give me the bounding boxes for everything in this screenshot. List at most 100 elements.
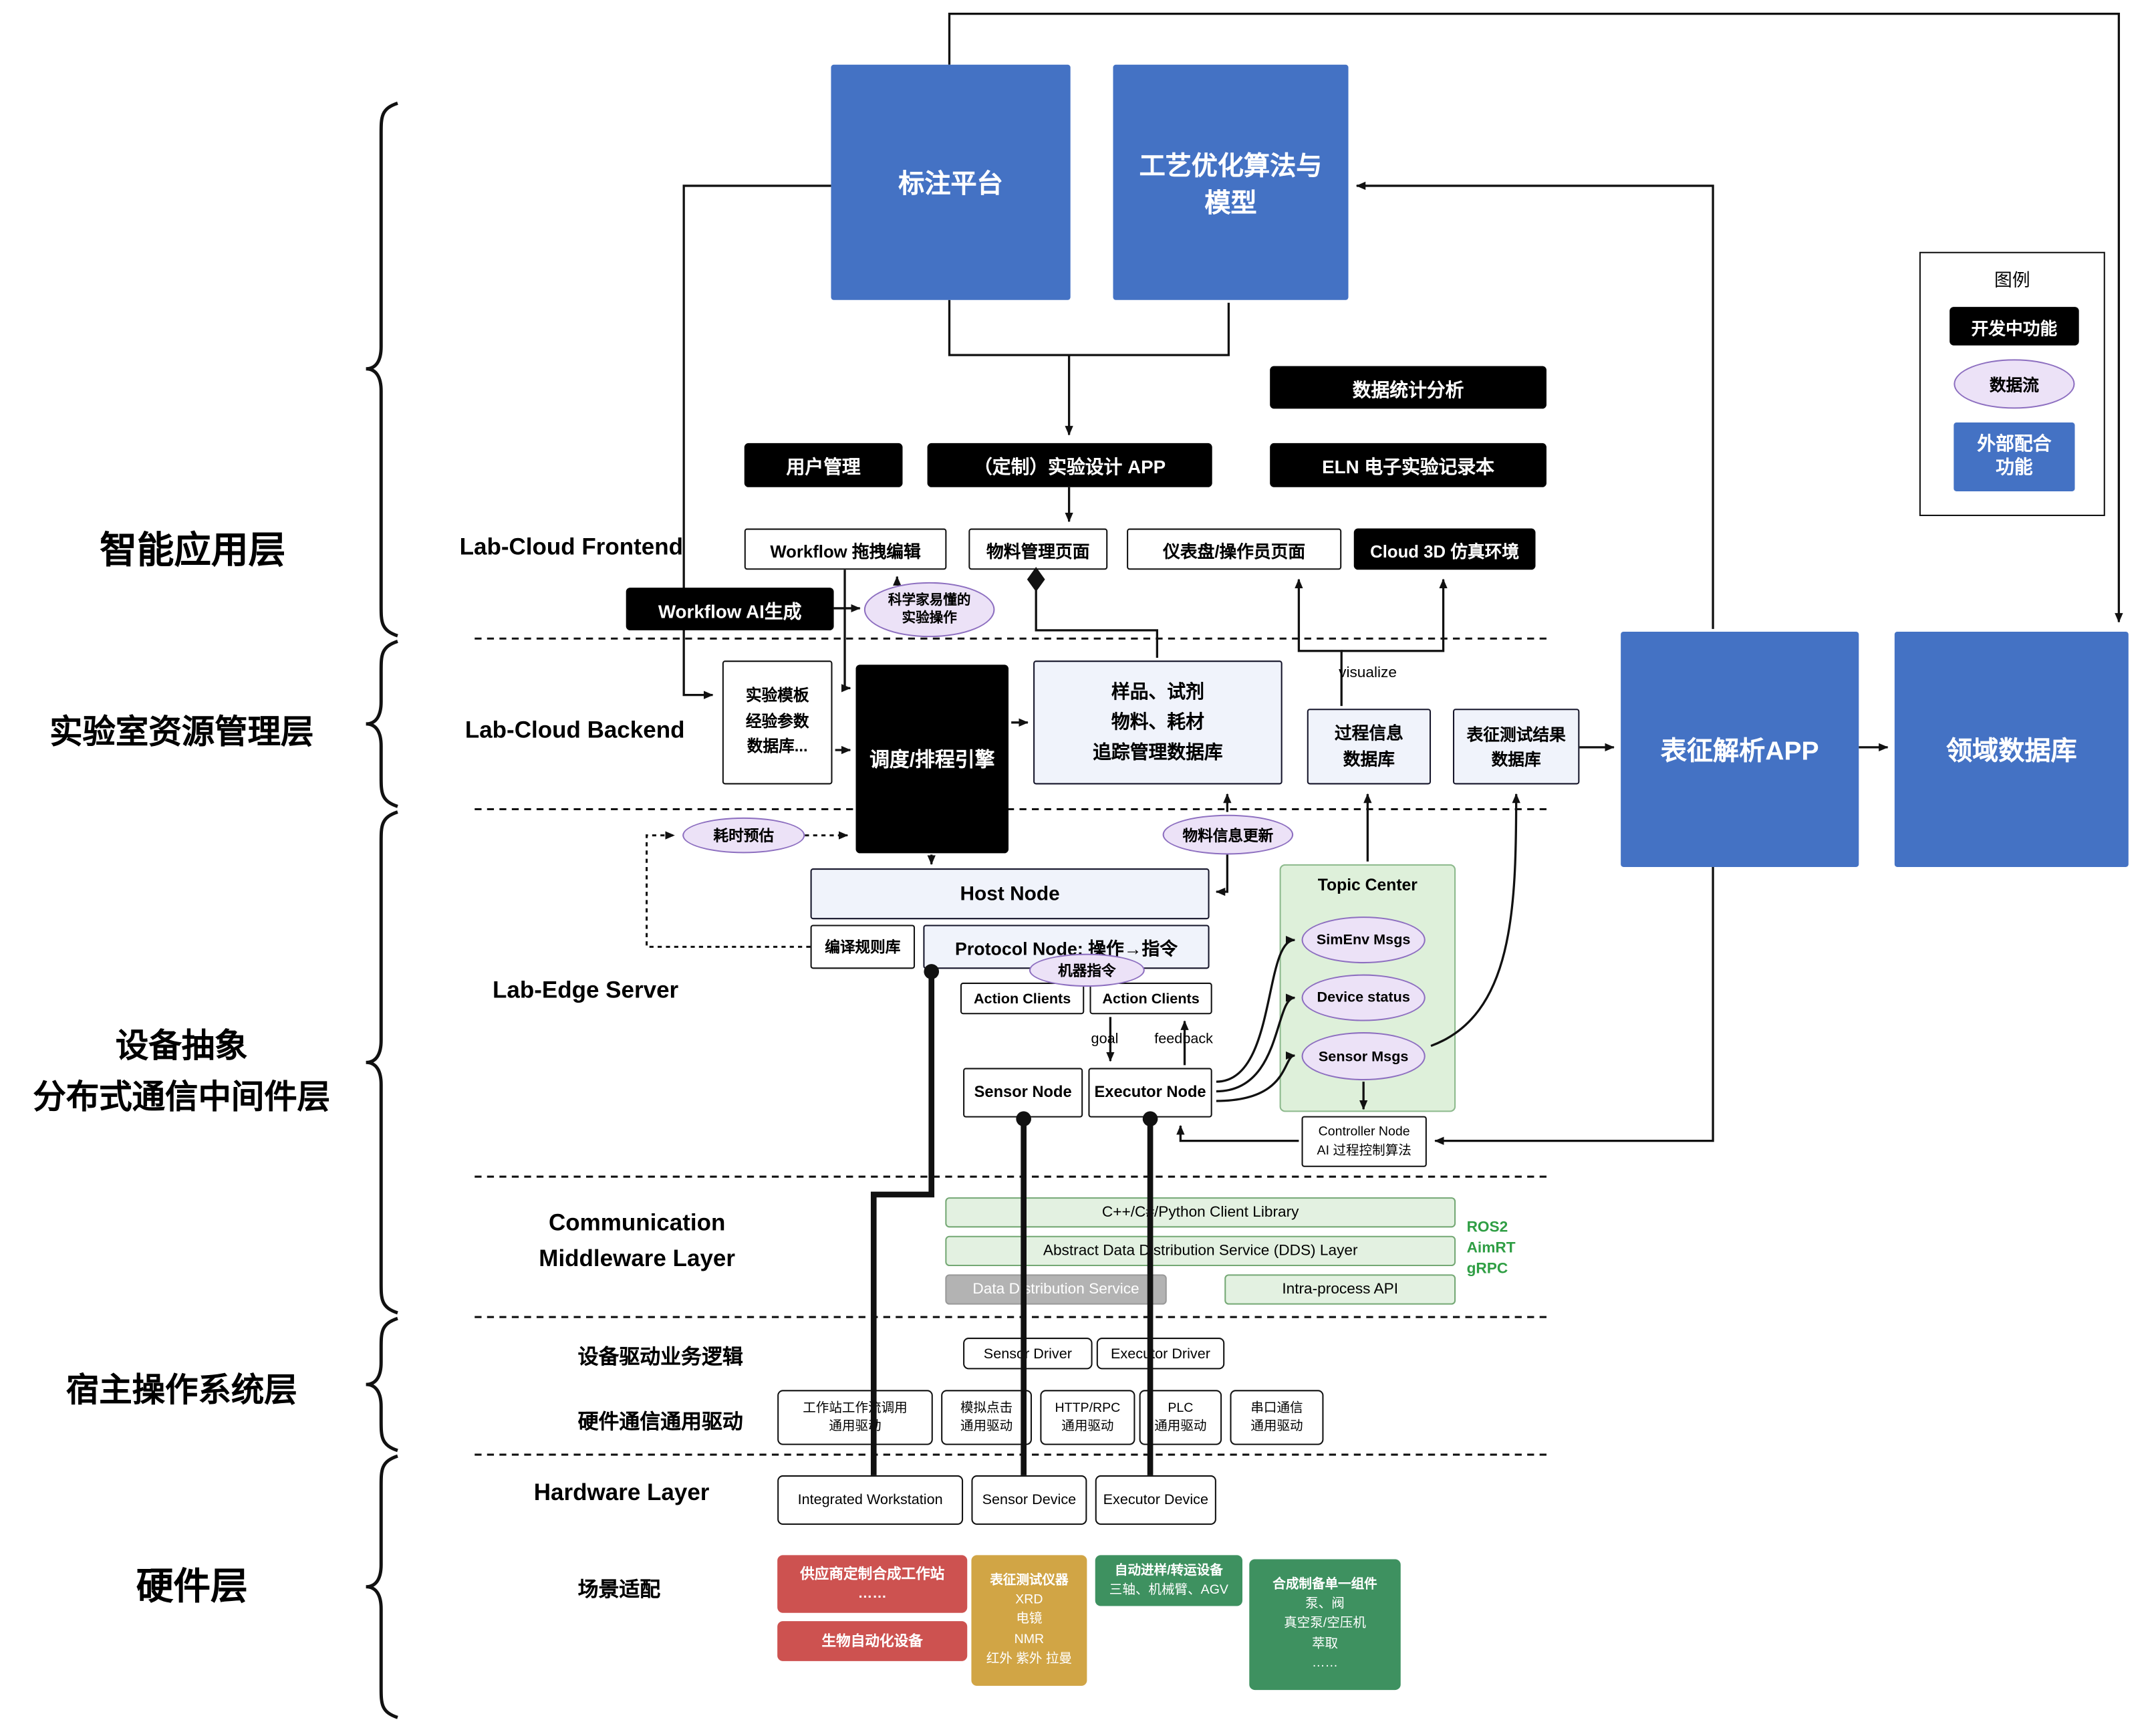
serial-driver-node: 串口通信 通用驱动 bbox=[1230, 1390, 1324, 1445]
layer-label-abstraction-line1: 设备抽象 bbox=[115, 1027, 248, 1066]
client-library-bar: C++/C#/Python Client Library bbox=[945, 1197, 1456, 1228]
layer-label-resource: 实验室资源管理层 bbox=[49, 714, 314, 752]
char-db-node: 表征测试结果 数据库 bbox=[1452, 709, 1580, 785]
process-db-line1: 过程信息 bbox=[1334, 723, 1403, 743]
cloud-3d-node: Cloud 3D 仿真环境 bbox=[1353, 528, 1536, 570]
char-line2: 电镜 bbox=[1016, 1612, 1043, 1628]
sensor-node: Sensor Node bbox=[963, 1068, 1083, 1118]
transfer-title: 自动进样/转运设备 bbox=[1114, 1564, 1223, 1579]
scheduler-node: 调度/排程引擎 bbox=[855, 664, 1009, 854]
legend-dev-feature: 开发中功能 bbox=[1949, 307, 2079, 346]
section-label-scenario: 场景适配 bbox=[577, 1578, 661, 1602]
executor-node: Executor Node bbox=[1088, 1068, 1212, 1118]
char-line3: NMR bbox=[1014, 1631, 1045, 1647]
transfer-line1: 三轴、机械臂、AGV bbox=[1109, 1582, 1228, 1598]
http-rpc-driver-node: HTTP/RPC 通用驱动 bbox=[1040, 1390, 1135, 1445]
process-db-node: 过程信息 数据库 bbox=[1307, 709, 1432, 785]
char-analysis-app-node: 表征解析APP bbox=[1621, 631, 1859, 867]
vendor-line1: 供应商定制合成工作站 bbox=[800, 1566, 945, 1583]
grpc-label: gRPC bbox=[1466, 1260, 1508, 1277]
sensor-msgs-flow: Sensor Msgs bbox=[1301, 1032, 1426, 1081]
workflow-ai-node: Workflow AI生成 bbox=[626, 588, 834, 630]
vendor-line2: …… bbox=[857, 1585, 887, 1602]
synth-title: 合成制备单一组件 bbox=[1272, 1577, 1377, 1592]
sci-ops-line2: 实验操作 bbox=[902, 611, 957, 626]
drv5-line2: 通用驱动 bbox=[1250, 1419, 1303, 1435]
vendor-workstation-node: 供应商定制合成工作站 …… bbox=[777, 1555, 968, 1613]
material-page-node: 物料管理页面 bbox=[968, 528, 1108, 570]
sci-ops-flow: 科学家易懂的 实验操作 bbox=[863, 582, 995, 638]
bio-automation-node: 生物自动化设备 bbox=[777, 1621, 968, 1661]
material-db-line3: 追踪管理数据库 bbox=[1093, 741, 1223, 763]
drv4-line1: PLC bbox=[1168, 1400, 1194, 1416]
time-estimate-flow: 耗时预估 bbox=[682, 817, 805, 854]
legend-external-line1: 外部配合 bbox=[1977, 433, 2052, 455]
integrated-workstation-node: Integrated Workstation bbox=[777, 1475, 964, 1525]
dds-service-bar: Data Distribution Service bbox=[945, 1274, 1167, 1305]
layer-braces bbox=[366, 102, 398, 1719]
intra-process-api-bar: Intra-process API bbox=[1224, 1274, 1456, 1305]
legend-external-feature: 外部配合 功能 bbox=[1953, 422, 2075, 491]
synth-line4: …… bbox=[1311, 1655, 1339, 1671]
topic-center-title: Topic Center bbox=[1317, 875, 1418, 895]
synth-line2: 真空泵/空压机 bbox=[1284, 1616, 1366, 1632]
stats-analysis-node: 数据统计分析 bbox=[1270, 366, 1546, 409]
sensor-device-node: Sensor Device bbox=[971, 1475, 1087, 1525]
custom-experiment-app-node: （定制）实验设计 APP bbox=[927, 443, 1212, 487]
sensor-driver-node: Sensor Driver bbox=[963, 1338, 1093, 1370]
goal-label: goal bbox=[1091, 1030, 1119, 1048]
workflow-edit-node: Workflow 拖拽编辑 bbox=[744, 528, 947, 570]
template-db-line2: 经验参数 bbox=[745, 714, 809, 731]
feedback-label: feedback bbox=[1154, 1030, 1214, 1048]
simenv-msgs-flow: SimEnv Msgs bbox=[1301, 916, 1426, 964]
legend-title: 图例 bbox=[1994, 269, 2030, 291]
sim-click-driver-node: 模拟点击 通用驱动 bbox=[941, 1390, 1033, 1445]
material-db-line2: 物料、耗材 bbox=[1111, 711, 1204, 732]
legend-external-line2: 功能 bbox=[1996, 457, 2033, 478]
synth-line1: 泵、阀 bbox=[1305, 1596, 1345, 1612]
ros2-label: ROS2 bbox=[1466, 1219, 1508, 1236]
characterization-instruments-node: 表征测试仪器 XRD 电镜 NMR 红外 紫外 拉曼 bbox=[971, 1555, 1087, 1686]
plc-driver-node: PLC 通用驱动 bbox=[1139, 1390, 1222, 1445]
controller-line1: Controller Node bbox=[1318, 1124, 1410, 1140]
char-db-line2: 数据库 bbox=[1491, 749, 1541, 769]
domain-db-node: 领域数据库 bbox=[1894, 631, 2129, 867]
controller-node: Controller Node AI 过程控制算法 bbox=[1301, 1116, 1427, 1167]
controller-line2: AI 过程控制算法 bbox=[1317, 1142, 1411, 1158]
layer-label-abstraction: 设备抽象 分布式通信中间件层 bbox=[3, 1021, 360, 1124]
layer-label-abstraction-line2: 分布式通信中间件层 bbox=[33, 1079, 331, 1116]
eln-node: ELN 电子实验记录本 bbox=[1270, 443, 1546, 487]
legend: 图例 开发中功能 数据流 外部配合 功能 bbox=[1919, 251, 2105, 517]
drv3-line1: HTTP/RPC bbox=[1055, 1400, 1121, 1416]
drv3-line2: 通用驱动 bbox=[1061, 1419, 1114, 1435]
char-db-line1: 表征测试结果 bbox=[1466, 724, 1566, 744]
compile-rules-node: 编译规则库 bbox=[810, 925, 916, 969]
action-clients-2: Action Clients bbox=[1089, 982, 1212, 1015]
synth-line3: 萃取 bbox=[1311, 1636, 1339, 1651]
transfer-equipment-node: 自动进样/转运设备 三轴、机械臂、AGV bbox=[1095, 1555, 1243, 1606]
aimrt-label: AimRT bbox=[1466, 1239, 1516, 1257]
host-node: Host Node bbox=[810, 868, 1210, 920]
device-status-flow: Device status bbox=[1301, 974, 1426, 1021]
drv5-line1: 串口通信 bbox=[1250, 1400, 1303, 1416]
drv1-line2: 通用驱动 bbox=[829, 1419, 882, 1435]
char-title: 表征测试仪器 bbox=[990, 1572, 1069, 1588]
section-label-hardware-layer: Hardware Layer bbox=[533, 1479, 710, 1506]
material-db-node: 样品、试剂 物料、耗材 追踪管理数据库 bbox=[1033, 660, 1283, 785]
char-line1: XRD bbox=[1015, 1592, 1043, 1608]
layer-label-host-os: 宿主操作系统层 bbox=[65, 1372, 297, 1410]
drv2-line2: 通用驱动 bbox=[960, 1419, 1013, 1435]
workstation-driver-node: 工作站工作流调用 通用驱动 bbox=[777, 1390, 933, 1445]
drv1-line1: 工作站工作流调用 bbox=[803, 1400, 908, 1416]
layer-label-hardware: 硬件层 bbox=[136, 1566, 248, 1608]
section-label-driver-logic: 设备驱动业务逻辑 bbox=[577, 1346, 743, 1370]
visualize-label: visualize bbox=[1339, 664, 1397, 682]
middleware-label-line2: Middleware Layer bbox=[539, 1245, 736, 1272]
middleware-label-line1: Communication bbox=[548, 1209, 726, 1236]
section-label-middleware: Communication Middleware Layer bbox=[507, 1205, 768, 1277]
material-db-line1: 样品、试剂 bbox=[1111, 681, 1204, 702]
section-label-backend: Lab-Cloud Backend bbox=[464, 717, 685, 743]
legend-data-flow: 数据流 bbox=[1953, 359, 2075, 409]
synthesis-components-node: 合成制备单一组件 泵、阀 真空泵/空压机 萃取 …… bbox=[1249, 1559, 1401, 1691]
